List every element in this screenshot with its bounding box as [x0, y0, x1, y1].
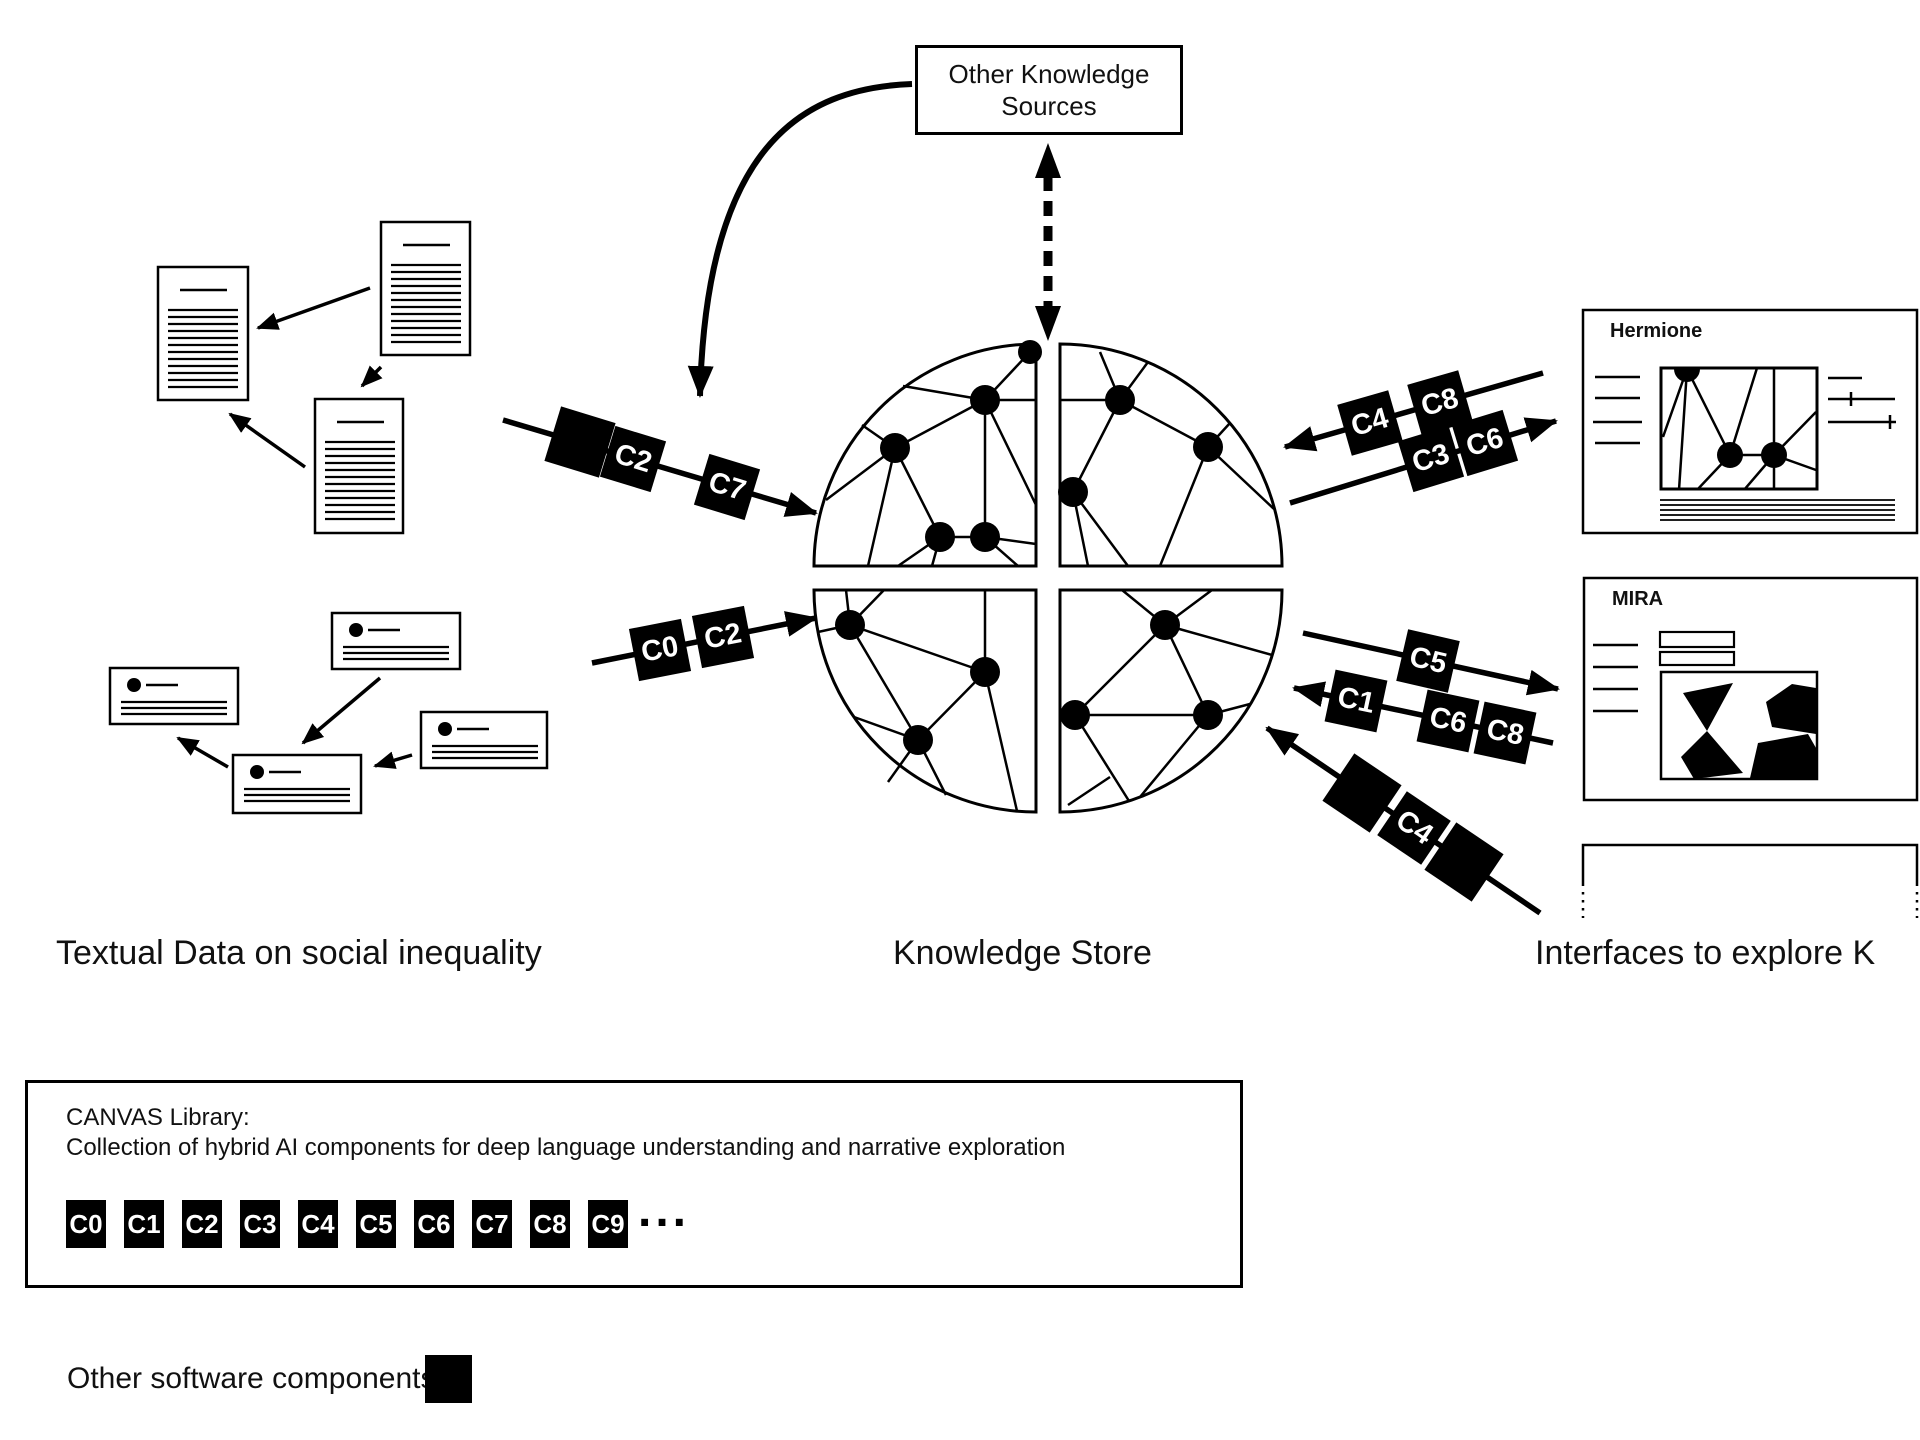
canvas-library-title: CANVAS Library: [66, 1104, 250, 1131]
note-card-icon [419, 710, 549, 770]
component-chip-c6: C6 [1416, 689, 1480, 753]
library-chip-c1: C1 [124, 1200, 164, 1248]
network-nodes [835, 340, 1223, 755]
hermione-slider-widgets [1828, 376, 1896, 429]
mira-input-field [1658, 650, 1736, 667]
pipeline-docs-upper [502, 417, 818, 517]
library-ellipsis: ... [638, 1184, 691, 1237]
note-card-icon [108, 666, 240, 726]
canvas-library-box [25, 1080, 1243, 1288]
mira-input-field [1658, 630, 1736, 649]
document-icon [379, 220, 472, 357]
hermione-window [1581, 308, 1919, 535]
knowledge-store-sphere [812, 340, 1284, 814]
component-chip-c2: C2 [691, 605, 755, 669]
curved-ingest-arrow [687, 81, 913, 398]
note-card-icon-group [108, 611, 549, 815]
hermione-text-lines [1660, 499, 1895, 521]
mira-map-shapes [1681, 683, 1816, 779]
dashed-double-arrow [1035, 143, 1061, 341]
mira-map-view [1659, 670, 1819, 781]
library-chip-c4: C4 [298, 1200, 338, 1248]
document-link-arrows [228, 286, 383, 469]
library-chip-c3: C3 [240, 1200, 280, 1248]
mira-window [1582, 576, 1919, 802]
library-chip-c8: C8 [530, 1200, 570, 1248]
library-chip-c2: C2 [182, 1200, 222, 1248]
third-window-truncated [1581, 843, 1919, 918]
library-chip-c6: C6 [414, 1200, 454, 1248]
hermione-menu-lines [1593, 375, 1642, 445]
other-component-swatch [425, 1355, 472, 1403]
component-chip-c1: C1 [1324, 669, 1388, 733]
component-chip-c0: C0 [628, 618, 692, 682]
other-knowledge-sources-box: Other Knowledge Sources [915, 45, 1183, 135]
document-icon-group [156, 220, 472, 535]
note-card-link-arrows [176, 676, 413, 769]
document-icon [313, 397, 405, 535]
mira-title: MIRA [1612, 588, 1664, 610]
library-chip-c9: C9 [588, 1200, 628, 1248]
library-chip-c7: C7 [472, 1200, 512, 1248]
component-chip-c8: C8 [1473, 701, 1537, 765]
library-chip-c5: C5 [356, 1200, 396, 1248]
library-chip-c0: C0 [66, 1200, 106, 1248]
document-icon [156, 265, 250, 402]
other-components-label: Other software components: [67, 1362, 444, 1395]
note-card-icon [231, 753, 363, 815]
canvas-library-subtitle: Collection of hybrid AI components for d… [66, 1134, 1066, 1161]
mira-menu-lines [1593, 643, 1638, 713]
label-knowledge-store: Knowledge Store [893, 934, 1152, 972]
canvas-library-components: C0 C1 C2 C3 C4 C5 C6 C7 C8 C9 [66, 1200, 628, 1248]
label-interfaces: Interfaces to explore K [1535, 934, 1876, 972]
label-textual-data: Textual Data on social inequality [56, 934, 542, 972]
hermione-title: Hermione [1610, 320, 1703, 342]
note-card-icon [330, 611, 462, 671]
hermione-graph-view [1661, 368, 1817, 489]
